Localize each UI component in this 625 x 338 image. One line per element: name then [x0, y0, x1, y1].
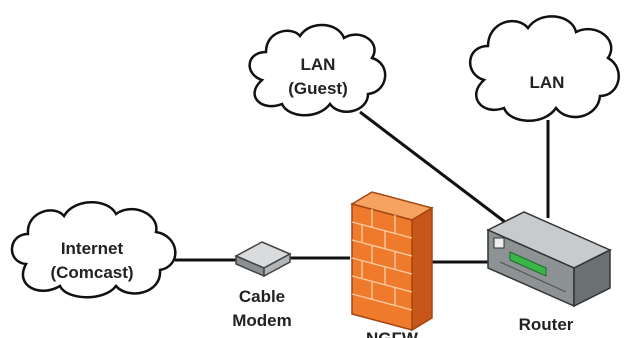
cloud-lan: LAN [468, 15, 620, 122]
cloud-internet: Internet (Comcast) [10, 201, 177, 299]
cloud-guest-lan-shape [248, 23, 387, 117]
firewall-label: NGFW [366, 329, 419, 338]
cloud-lan-label: LAN [530, 73, 565, 92]
cable-modem-label-1: Cable [239, 287, 285, 306]
link-guestlan-router [359, 110, 506, 224]
cable-modem-label-2: Modem [232, 311, 292, 330]
cloud-internet-shape [10, 201, 177, 299]
cloud-guest-lan-label-2: (Guest) [288, 79, 348, 98]
connections [175, 110, 550, 264]
router-icon [486, 211, 612, 308]
cable-modem-icon [234, 241, 292, 278]
cloud-internet-label-1: Internet [61, 239, 124, 258]
cloud-lan-shape [468, 15, 620, 122]
cloud-guest-lan: LAN (Guest) [248, 23, 387, 117]
cloud-internet-label-2: (Comcast) [50, 263, 133, 282]
cloud-guest-lan-label-1: LAN [301, 55, 336, 74]
firewall-icon [350, 191, 434, 332]
router-label: Router [519, 315, 574, 334]
